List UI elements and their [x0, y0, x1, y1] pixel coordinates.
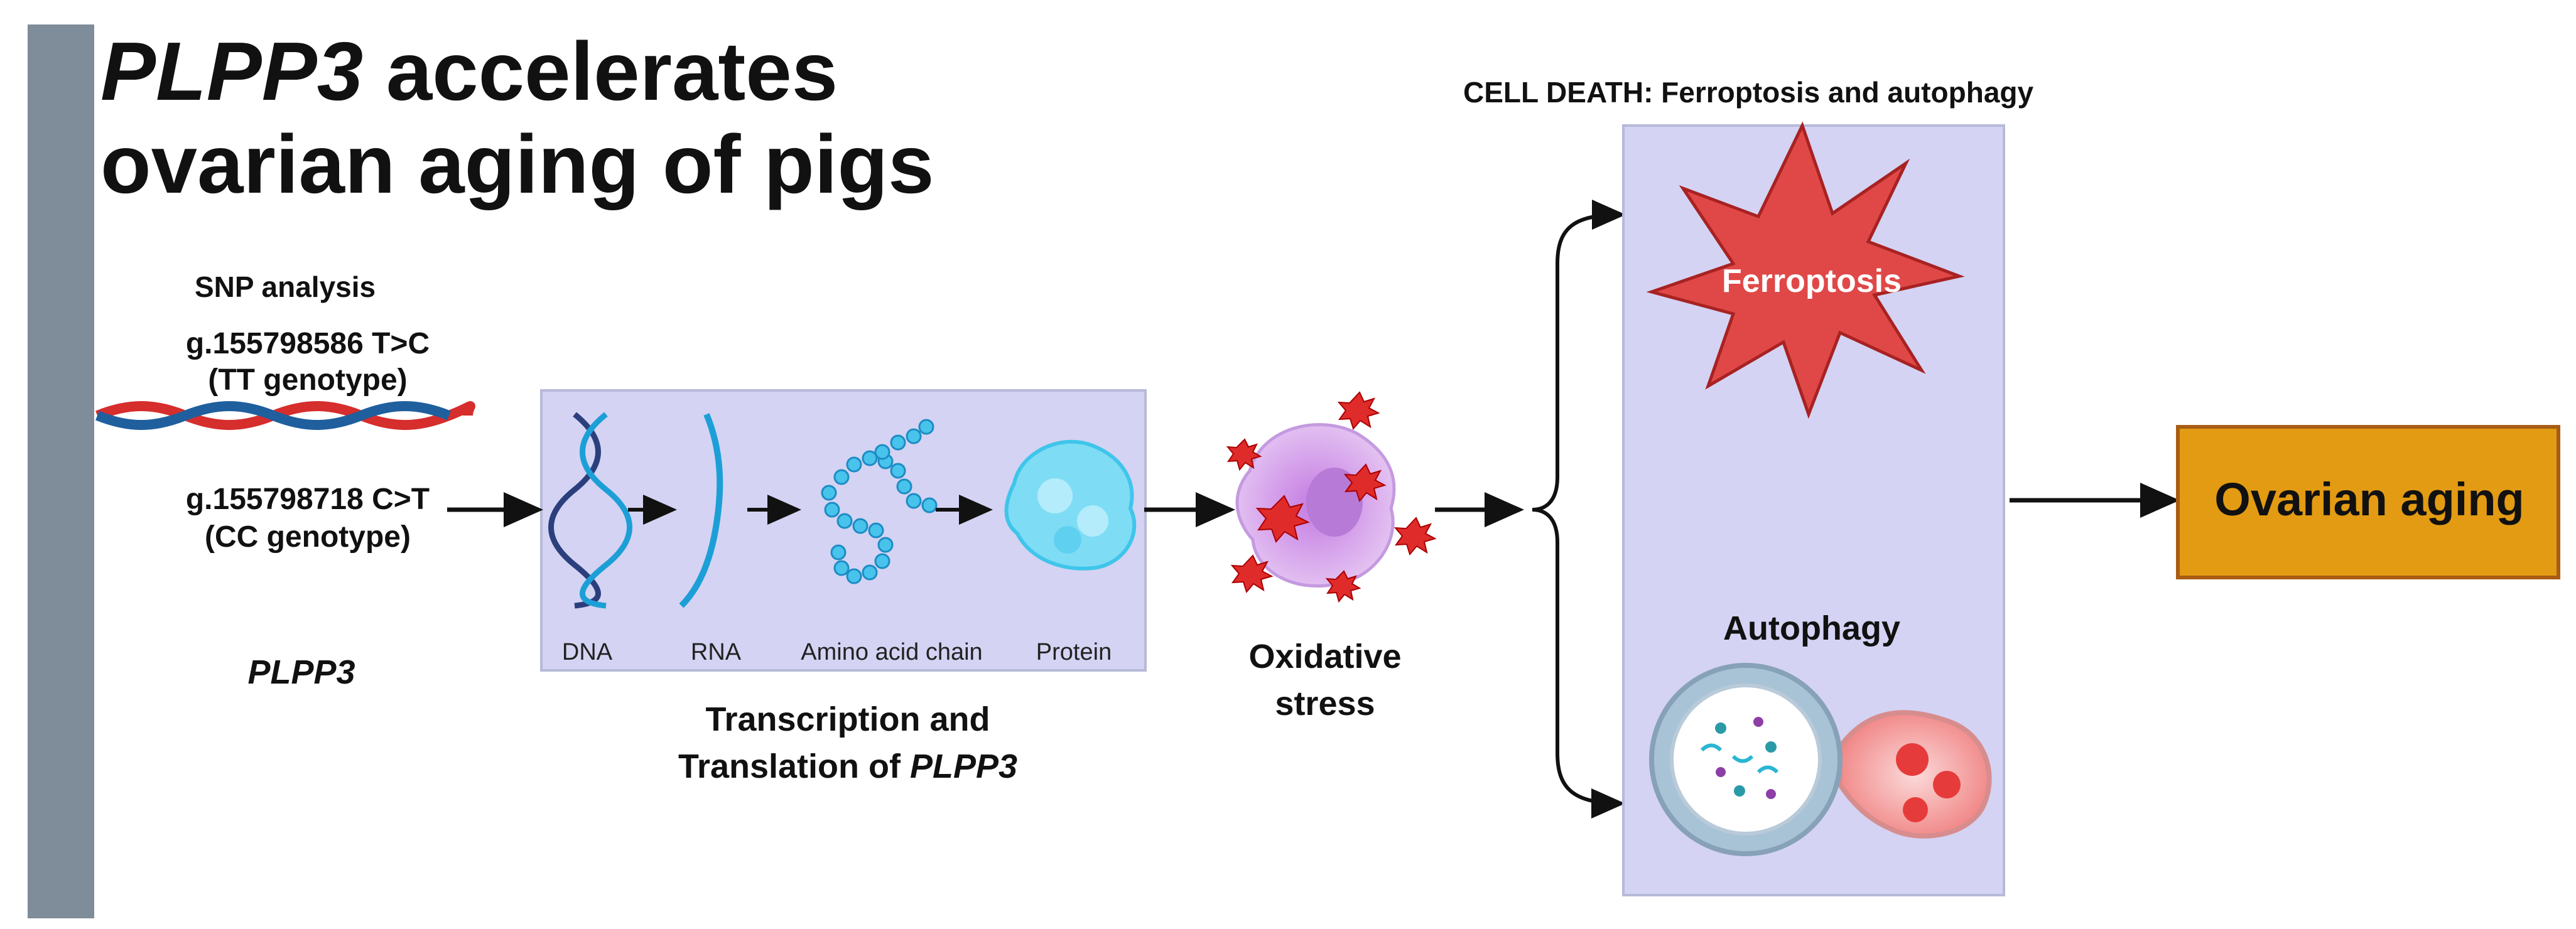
snp2-genotype: (CC genotype) — [205, 520, 411, 554]
stressed-cell-icon — [1235, 423, 1396, 588]
snp1-genotype: (TT genotype) — [208, 363, 408, 397]
ovarian-aging-label: Ovarian aging — [2214, 473, 2525, 525]
snp2-position: g.155798718 C>T — [185, 483, 430, 516]
snp1-position: g.155798586 T>C — [185, 327, 430, 360]
process-panel — [540, 389, 1147, 672]
ferroptosis-label: Ferroptosis — [1721, 263, 1902, 299]
page-title: PLPP3 accelerates ovarian aging of pigs — [100, 25, 934, 211]
process-caption-gene: PLPP3 — [909, 748, 1018, 785]
process-caption-prefix: Translation of — [678, 748, 910, 785]
process-caption-line1: Transcription and — [705, 701, 990, 738]
title-line1: accelerates — [363, 25, 838, 117]
oxidative-stress-line2: stress — [1275, 685, 1375, 722]
amino-acid-chain-icon — [821, 419, 938, 584]
step-label-amino-acid-chain: Amino acid chain — [801, 639, 983, 665]
title-line2: ovarian aging of pigs — [100, 118, 934, 210]
title-gene: PLPP3 — [100, 25, 364, 117]
snp-heading: SNP analysis — [195, 271, 376, 303]
dna-helix-icon-1 — [95, 401, 475, 477]
oxidative-stress-line1: Oxidative — [1248, 638, 1402, 675]
cell-death-panel — [1622, 124, 2005, 896]
cell-death-heading: CELL DEATH: Ferroptosis and autophagy — [1463, 76, 2034, 109]
autophagy-icon — [1649, 663, 1992, 856]
protein-icon — [1004, 439, 1137, 571]
rna-icon — [679, 413, 723, 608]
process-caption-line2: Translation of PLPP3 — [615, 747, 1080, 786]
left-accent-bar — [28, 24, 94, 918]
ros-icon — [1226, 391, 1437, 603]
step-label-protein: Protein — [1036, 639, 1112, 665]
gene-label: PLPP3 — [247, 653, 355, 691]
step-label-rna: RNA — [690, 639, 742, 665]
dna-icon — [548, 412, 632, 609]
step-label-dna: DNA — [561, 639, 613, 665]
autophagy-label: Autophagy — [1723, 609, 1900, 647]
branch-brace — [1532, 200, 1626, 819]
